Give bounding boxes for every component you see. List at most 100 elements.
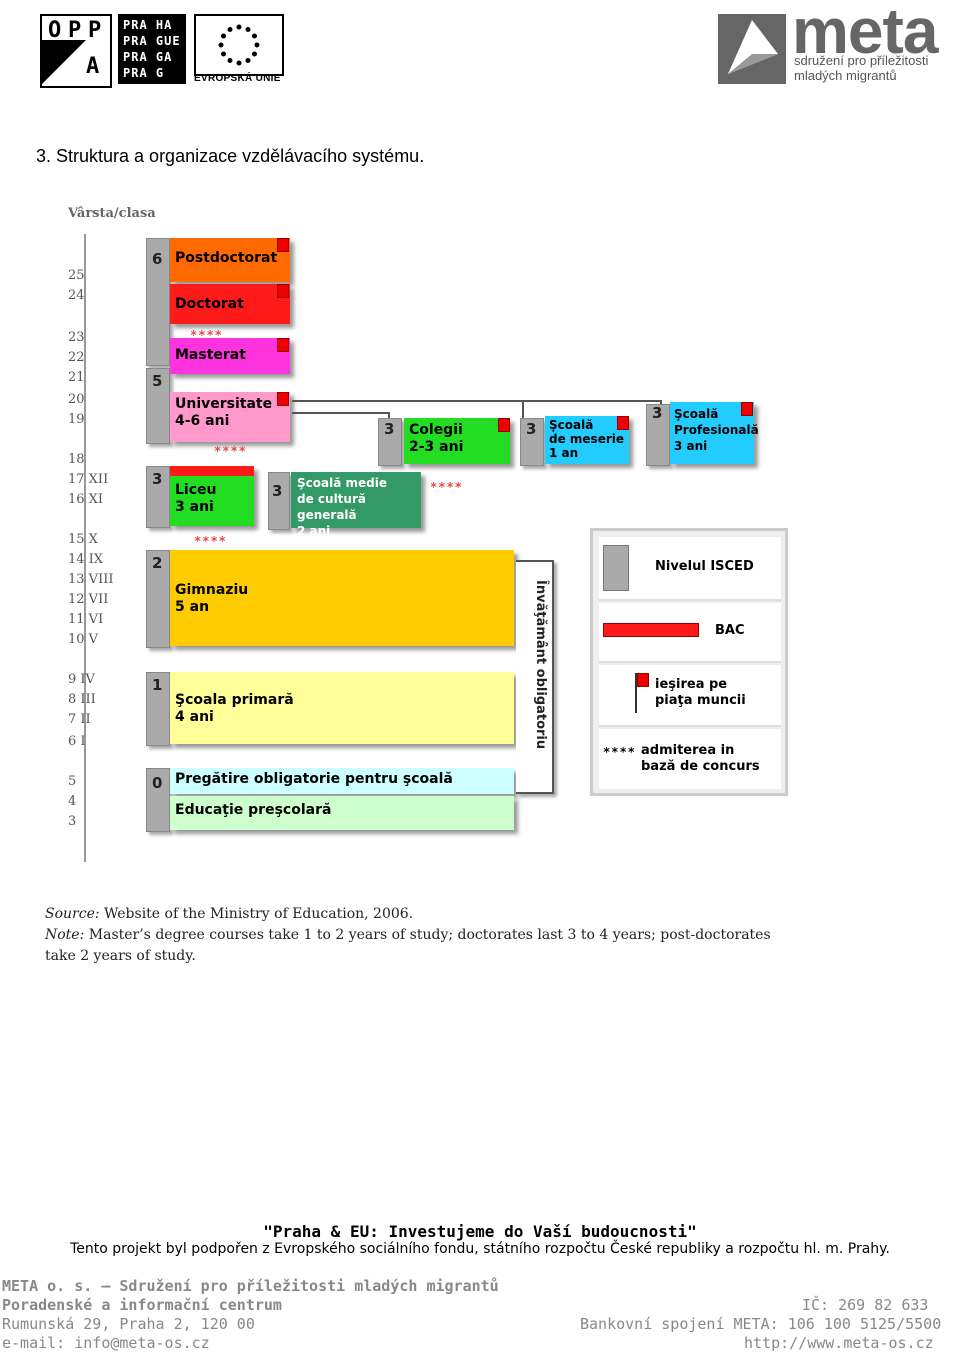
meta-logo-icon [718,14,786,84]
level-number: 1 [152,676,163,694]
box-label: Profesională [674,423,759,437]
level-bar-2 [146,550,170,648]
connector-line [292,412,388,414]
legend-label: Nivelul ISCED [655,559,754,574]
age-tick: 13 VIII [68,572,114,587]
level-number: 0 [152,774,163,792]
box-masterat: Masterat [170,338,290,374]
age-tick: 21 [68,370,85,385]
box-postdoctorat: Postdoctorat [170,238,290,282]
compulsory-bracket [516,560,554,794]
age-tick: 9 IV [68,672,95,687]
level-bar-0 [146,768,170,832]
box-label: Şcoala primară [175,692,294,708]
box-label: 3 ani [175,499,214,515]
age-tick: 7 II [68,712,91,727]
exit-pole [635,673,637,713]
level-bar-3 [378,418,402,466]
praha-row: PRA GA [123,50,173,64]
legend-label: BAC [715,623,745,638]
age-axis [84,234,86,862]
box-scoala-meserie: Şcoală de meserie 1 an [545,416,629,464]
legend-line: bază de concurs [641,759,760,774]
praha-logo: PRA HA PRA GUE PRA GA PRA G [118,14,186,84]
age-tick: 25 [68,268,85,283]
box-gimnaziu: Gimnaziu 5 an [170,550,514,646]
exit-flag-icon [277,338,289,352]
connector-line [660,400,662,406]
footer-ic: IČ: 269 82 633 [802,1296,929,1314]
isced-swatch [603,545,629,591]
section-title: 3. Struktura a organizace vzdělávacího s… [36,146,425,166]
exit-flag-icon [741,402,753,416]
connector-line [522,400,524,418]
eu-stars-icon [218,24,260,66]
box-label: Liceu [175,482,217,498]
age-tick: 18 [68,452,85,467]
legend-line: admiterea in [641,743,735,758]
email-link[interactable]: info@meta-os.cz [74,1334,210,1352]
box-label: 3 ani [674,439,708,453]
age-tick: 4 [68,794,77,809]
email-label: e-mail: [2,1334,75,1352]
age-tick: 17 XII [68,472,109,487]
legend-line: ieşirea pe [655,677,728,692]
box-label: Şcoală medie [297,476,387,490]
exit-flag-icon [277,392,289,406]
age-tick: 12 VII [68,592,109,607]
eu-label: EVROPSKÁ UNIE [194,73,281,84]
legend-row-admission: **** admiterea in bază de concurs [599,729,781,789]
legend-row-exit: ieşirea pe piaţa muncii [599,665,781,727]
age-tick: 14 IX [68,552,104,567]
box-colegii: Colegii 2-3 ani [404,418,510,464]
level-bar-3 [268,472,290,530]
exit-flag-icon [277,238,289,252]
level-bar-3 [146,466,170,528]
level-bar-6 [146,238,170,366]
meta-wordmark: meta [792,0,938,67]
legend-line: piaţa muncii [655,693,746,708]
footer-address: Rumunská 29, Praha 2, 120 00 [2,1315,255,1333]
web-link[interactable]: http://www.meta-os.cz [744,1334,934,1352]
age-tick: 20 [68,392,85,407]
box-label: Masterat [175,347,246,363]
source-text: Website of the Ministry of Education, 20… [99,906,414,922]
footer-org: META o. s. – Sdružení pro příležitosti m… [2,1277,499,1295]
connector-line [292,400,662,402]
box-label: Postdoctorat [175,250,278,266]
box-label: Educaţie preşcolară [175,802,332,818]
note-text: Master’s degree courses take 1 to 2 year… [84,927,771,943]
age-tick: 23 [68,330,85,345]
box-liceu: Liceu 3 ani [170,466,254,526]
praha-row: PRA G [123,66,165,80]
box-doctorat: Doctorat [170,284,290,324]
note-label: Note: [45,927,85,943]
age-tick: 10 V [68,632,99,647]
opp-letter-p2: P [88,18,104,43]
bac-swatch [603,623,699,637]
exit-flag-icon [617,416,629,430]
level-number: 3 [384,420,395,438]
connector-line [388,412,390,420]
level-number: 3 [152,470,163,488]
box-label: Şcoală [549,418,594,432]
box-label: de cultură generală [297,492,366,522]
praha-row: PRA GUE [123,34,181,48]
age-tick: 11 VI [68,612,104,627]
level-bar-5 [146,368,170,444]
box-universitate: Universitate 4-6 ani [170,392,290,442]
compulsory-label: Învăţământ obligatoriu [533,580,548,750]
box-label: 2-3 ani [409,439,464,455]
meta-subtitle-2: mladých migrantů [794,68,897,83]
opp-triangle [42,40,86,84]
level-number: 2 [152,554,163,572]
note-line-2: take 2 years of study. [45,948,196,964]
source-label: Source: [45,906,100,922]
age-tick: 19 [68,412,85,427]
exit-flag-icon [277,284,289,298]
level-bar-1 [146,672,170,746]
praha-row: PRA HA [123,18,173,32]
age-tick: 6 I [68,734,86,749]
source-line: Source: Website of the Ministry of Educa… [45,906,413,922]
box-label: Colegii [409,422,463,438]
